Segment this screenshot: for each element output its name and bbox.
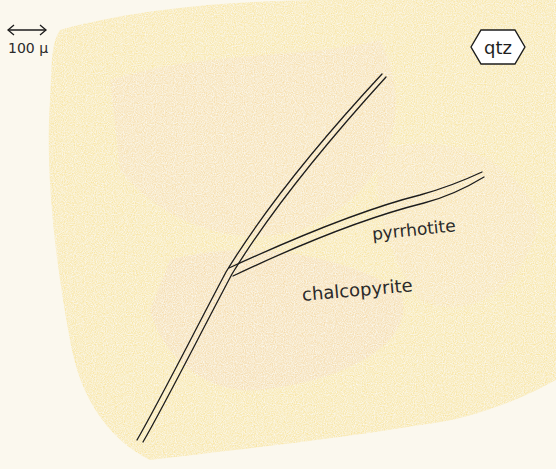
mineral-hexagon: qtz	[470, 29, 526, 65]
scale-label: 100 μ	[8, 40, 48, 56]
pyrrhotite-veinlet	[137, 74, 484, 442]
mineral-abbreviation: qtz	[484, 37, 512, 58]
scale-bar	[8, 25, 46, 35]
chalcopyrite-shading	[49, 0, 556, 460]
